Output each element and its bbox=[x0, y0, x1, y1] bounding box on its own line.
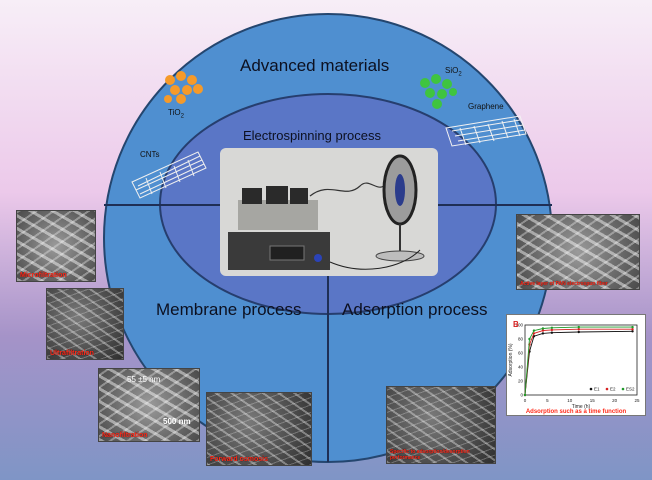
data-point-e2 bbox=[532, 332, 536, 335]
sio2-particles-icon bbox=[420, 74, 457, 109]
data-point-es2 bbox=[541, 327, 545, 330]
y-tick-label: 40 bbox=[518, 365, 524, 370]
advanced-materials-title: Advanced materials bbox=[240, 56, 390, 75]
legend-label-e1: E1 bbox=[594, 387, 600, 392]
electrospinning-title: Electrospinning process bbox=[243, 128, 382, 143]
data-point-e1 bbox=[631, 330, 634, 333]
legend-label-e2: E2 bbox=[610, 387, 616, 392]
adsorption-desorption-sem-panel: Specific to adsorption/desorption perfor… bbox=[386, 386, 496, 464]
microfiltration-caption: Microfiltration bbox=[20, 272, 67, 279]
x-tick-label: 20 bbox=[612, 398, 618, 403]
series-line-es2 bbox=[524, 326, 633, 396]
x-tick-label: 10 bbox=[567, 398, 573, 403]
x-tick-label: 0 bbox=[524, 398, 527, 403]
x-tick-label: 5 bbox=[546, 398, 549, 403]
y-tick-label: 20 bbox=[518, 379, 524, 384]
sio2-label: SiO2 bbox=[445, 66, 462, 78]
graphene-label: Graphene bbox=[468, 102, 504, 111]
x-tick-label: 15 bbox=[590, 398, 596, 403]
nanofiltration-caption: Nanofiltration bbox=[102, 432, 148, 439]
data-point-es2 bbox=[577, 325, 580, 329]
cnts-label: CNTs bbox=[140, 150, 160, 159]
tio2-label: TiO2 bbox=[168, 108, 184, 120]
y-tick-label: 80 bbox=[518, 337, 524, 342]
scale-500nm-label: 500 nm bbox=[163, 417, 191, 426]
legend-marker-e2 bbox=[605, 387, 609, 391]
data-point-es2 bbox=[528, 337, 531, 341]
membrane-process-title: Membrane process bbox=[156, 300, 302, 319]
scale-55nm-label: 55 ±5 nm bbox=[127, 375, 161, 384]
adsorption-desorption-caption: Specific to adsorption/desorption perfor… bbox=[390, 449, 470, 461]
series-line-e1 bbox=[524, 330, 633, 396]
x-tick-label: 25 bbox=[634, 398, 640, 403]
chart-caption: Adsorption such as a time function bbox=[526, 409, 627, 415]
microfiltration-sem-panel: Microfiltration bbox=[16, 210, 96, 282]
legend-marker-e1 bbox=[589, 387, 593, 391]
legend-label-es2: ES2 bbox=[626, 387, 635, 392]
y-tick-label: 100 bbox=[515, 323, 523, 328]
data-point-e2 bbox=[541, 329, 545, 332]
series-line-e2 bbox=[524, 328, 633, 396]
ultrafiltration-sem-panel: Ultrafiltration bbox=[46, 288, 124, 360]
electrospinning-device-icon bbox=[228, 154, 425, 270]
plot-frame bbox=[524, 324, 638, 396]
cnt-tube-icon bbox=[131, 151, 207, 199]
data-point-es2 bbox=[631, 325, 634, 329]
data-point-es2 bbox=[523, 393, 527, 397]
pan-fiber-caption: Active layer of PAN electrospun fiber bbox=[520, 281, 608, 287]
forward-osmosis-caption: Forward osmosis bbox=[210, 456, 268, 463]
data-point-e1 bbox=[541, 332, 545, 335]
legend-marker-es2 bbox=[621, 387, 625, 391]
y-axis-label: Adsorption (%) bbox=[508, 343, 514, 376]
ultrafiltration-caption: Ultrafiltration bbox=[50, 350, 94, 357]
y-tick-label: 60 bbox=[518, 351, 524, 356]
data-point-es2 bbox=[550, 326, 554, 329]
forward-osmosis-sem-panel: Forward osmosis bbox=[206, 392, 312, 466]
graphene-sheet-icon bbox=[445, 115, 527, 147]
data-point-e2 bbox=[577, 328, 580, 331]
nanofiltration-sem-panel: 55 ±5 nm 500 nm Nanofiltration bbox=[98, 368, 200, 442]
pan-fiber-sem-panel: Active layer of PAN electrospun fiber bbox=[516, 214, 640, 290]
x-axis-label: Time (h) bbox=[572, 404, 591, 410]
y-tick-label: 0 bbox=[520, 393, 523, 398]
panel-letter: B bbox=[513, 320, 519, 329]
data-point-e2 bbox=[631, 328, 634, 331]
data-point-es2 bbox=[532, 329, 536, 332]
data-point-e1 bbox=[550, 331, 554, 334]
adsorption-process-title: Adsorption process bbox=[342, 300, 488, 319]
tio2-particles-icon bbox=[164, 71, 203, 104]
data-point-e1 bbox=[577, 330, 580, 334]
data-point-e2 bbox=[550, 328, 554, 332]
